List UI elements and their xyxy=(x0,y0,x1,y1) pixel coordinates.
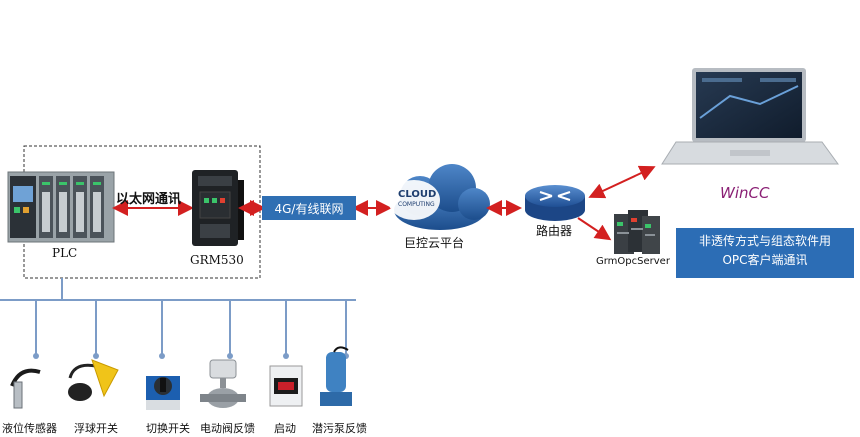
wincc-logo: WinCC xyxy=(720,184,770,202)
ethernet-label: 以太网通讯 xyxy=(116,192,182,207)
device-label: 切换开关 xyxy=(146,422,190,435)
electric-valve-icon xyxy=(200,359,246,408)
opc-server-icon xyxy=(614,210,660,254)
contactor-icon xyxy=(269,365,303,407)
network-box: 4G/有线联网 xyxy=(262,196,356,220)
selector-switch-icon xyxy=(146,376,180,410)
gateway-label: GRM530 xyxy=(190,253,244,267)
plc-icon xyxy=(7,171,115,243)
level-sensor-icon xyxy=(10,368,41,409)
cloud-logo: CLOUD COMPUTING xyxy=(398,189,437,210)
router-icon xyxy=(525,185,585,221)
device-label: 潜污泵反馈 xyxy=(312,422,367,435)
cloud-label: 巨控云平台 xyxy=(404,236,465,250)
opc-server-label: GrmOpcServer xyxy=(596,256,670,267)
device-label: 液位传感器 xyxy=(2,422,57,435)
opc-message-line1: 非透传方式与组态软件用 xyxy=(698,234,831,248)
laptop-icon xyxy=(661,68,839,165)
gateway-icon xyxy=(192,170,244,246)
float-switch-icon xyxy=(68,359,119,401)
plc-label: PLC xyxy=(52,246,78,260)
device-label: 电动阀反馈 xyxy=(200,422,255,435)
cloud-icon xyxy=(388,164,490,230)
cloud-logo-line2: COMPUTING xyxy=(398,201,435,208)
opc-message-line2: OPC客户端通讯 xyxy=(722,253,808,267)
cloud-logo-line1: CLOUD xyxy=(398,189,437,200)
opc-message-box: 非透传方式与组态软件用 OPC客户端通讯 xyxy=(676,228,854,278)
field-bus xyxy=(0,278,356,356)
router-label: 路由器 xyxy=(536,224,573,238)
device-label: 浮球开关 xyxy=(74,422,118,435)
device-label: 启动 xyxy=(274,422,296,435)
sewage-pump-icon xyxy=(320,346,352,406)
